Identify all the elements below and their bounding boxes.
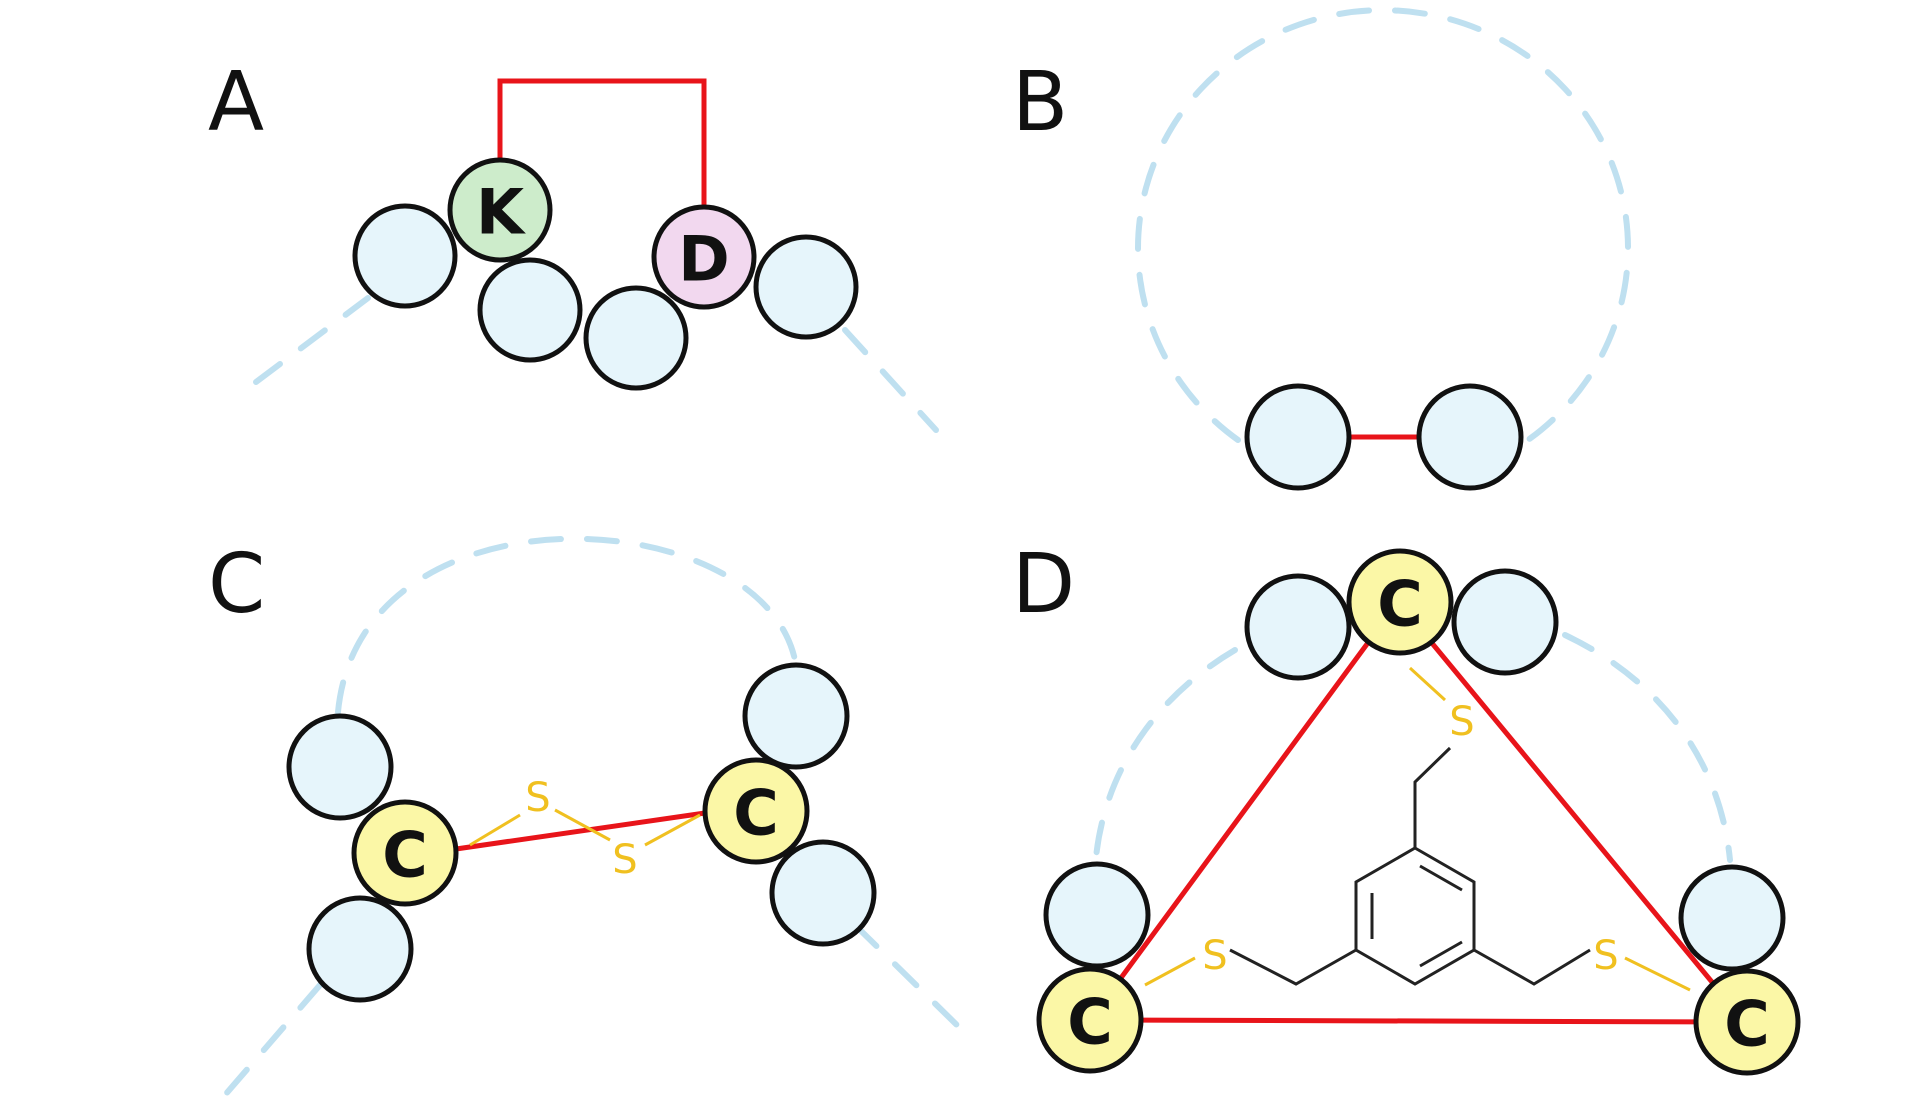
panel-d: D S S S C C C <box>1012 537 1801 1076</box>
backbone-c-right <box>852 922 965 1033</box>
bead <box>769 839 877 947</box>
bead-aspartate <box>651 204 757 310</box>
sulfur-bond <box>469 813 521 847</box>
sulfur-label: S <box>525 775 550 821</box>
bead-lysine <box>447 157 553 263</box>
panel-b: B <box>1012 7 1631 491</box>
bead <box>583 285 689 391</box>
residue-label-c: C <box>1067 986 1113 1059</box>
bead-cysteine <box>702 757 810 865</box>
methylene-arm-right <box>1473 948 1591 986</box>
bead <box>352 203 458 309</box>
bead <box>753 234 859 340</box>
residue-label-c: C <box>733 777 779 850</box>
bead <box>742 662 850 770</box>
sulfur-label: S <box>612 837 637 883</box>
residue-label-k: K <box>476 176 526 249</box>
panel-label-b: B <box>1012 55 1068 150</box>
backbone-a-left <box>253 295 371 385</box>
bead-cysteine <box>1036 966 1144 1074</box>
bead <box>1678 864 1786 972</box>
bead-cysteine <box>1346 548 1454 656</box>
crosslink-triangle <box>1085 597 1751 1025</box>
backbone-b-loop <box>1135 7 1631 443</box>
sulfur-bond <box>1624 956 1691 992</box>
sulfur-bond <box>1144 956 1196 987</box>
sulfur-label: S <box>1449 699 1474 745</box>
ring-double-bond <box>1419 940 1463 968</box>
panel-label-a: A <box>208 55 264 150</box>
methylene-arm-left <box>1229 948 1357 986</box>
ring-double-bond <box>1419 864 1463 892</box>
sulfur-bond <box>1408 666 1447 702</box>
bead <box>1416 383 1524 491</box>
crosslink-c-disulfide <box>455 810 706 852</box>
sulfur-bond <box>554 808 611 842</box>
bead <box>1043 861 1151 969</box>
bead <box>306 895 414 1003</box>
bead-cysteine <box>351 799 459 907</box>
sulfur-label: S <box>1202 933 1227 979</box>
sulfur-label: S <box>1593 933 1618 979</box>
disulfide-bridge: S S <box>469 775 701 883</box>
residue-label-c: C <box>382 819 428 892</box>
benzene-scaffold: S S S <box>1144 666 1691 992</box>
panel-a: A K D <box>208 55 939 433</box>
bead <box>1451 568 1559 676</box>
panel-c: C S S C C <box>208 535 965 1098</box>
bead-cysteine <box>1693 968 1801 1076</box>
backbone-c-left <box>222 982 323 1098</box>
bead <box>477 257 583 363</box>
backbone-c-arc <box>335 535 798 715</box>
sulfur-bond <box>644 813 701 847</box>
backbone-a-right <box>842 327 939 433</box>
bead <box>1244 573 1352 681</box>
residue-label-c: C <box>1724 988 1770 1061</box>
backbone-d-right <box>1562 632 1733 863</box>
panel-label-d: D <box>1012 537 1075 632</box>
panel-label-c: C <box>208 537 265 632</box>
benzene-ring <box>1354 846 1476 986</box>
methylene-arm-top <box>1413 746 1452 848</box>
backbone-d-left <box>1092 647 1238 873</box>
residue-label-d: D <box>678 223 729 296</box>
bead <box>1244 383 1352 491</box>
residue-label-c: C <box>1377 568 1423 641</box>
bead <box>286 713 394 821</box>
crosslink-k-d <box>497 78 707 207</box>
